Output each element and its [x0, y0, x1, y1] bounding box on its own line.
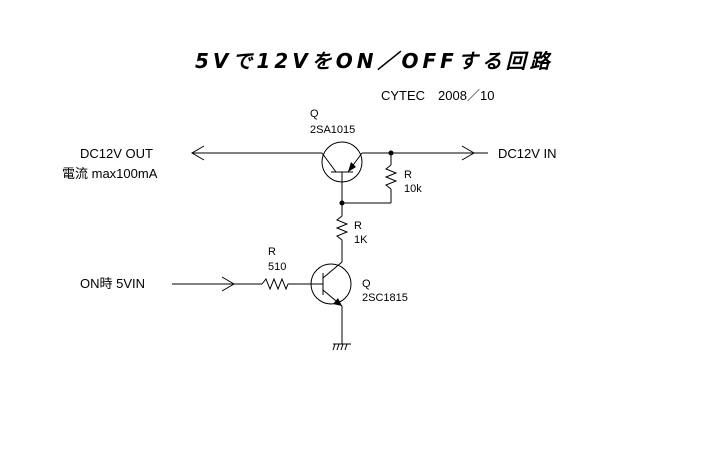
- output-current-note: 電流 max100mA: [62, 166, 158, 181]
- control-input-label: ON時 5VIN: [80, 276, 145, 291]
- r1-value: 10k: [404, 183, 422, 195]
- r2-ref: R: [354, 220, 362, 232]
- q1-collector-lead: [321, 152, 337, 173]
- q2-collector-lead: [322, 261, 343, 279]
- q1-part: 2SA1015: [310, 124, 355, 136]
- control-arrow: [221, 276, 235, 292]
- r1-resistor: [384, 164, 398, 190]
- r2-resistor: [335, 215, 349, 241]
- q1-transistor: [321, 141, 363, 203]
- q1-emitter-arrow: [348, 162, 356, 172]
- credit-text: CYTEC 2008／10: [381, 88, 494, 103]
- in-arrow: [461, 145, 475, 161]
- r1-ref: R: [404, 169, 412, 181]
- r2-value: 1K: [354, 234, 368, 246]
- q2-emitter-arrow: [333, 298, 342, 306]
- ground-icon: [332, 343, 351, 351]
- r3-ref: R: [268, 246, 276, 258]
- diagram-title: 5Vで12VをON／OFFする回路: [195, 49, 554, 73]
- q2-part: 2SC1815: [362, 292, 408, 304]
- output-label: DC12V OUT: [80, 146, 153, 161]
- input-label: DC12V IN: [498, 146, 557, 161]
- out-arrow: [191, 145, 205, 161]
- q1-ref: Q: [310, 108, 319, 120]
- q2-ref: Q: [362, 278, 371, 290]
- r3-resistor: [261, 277, 289, 291]
- r3-value: 510: [268, 261, 286, 273]
